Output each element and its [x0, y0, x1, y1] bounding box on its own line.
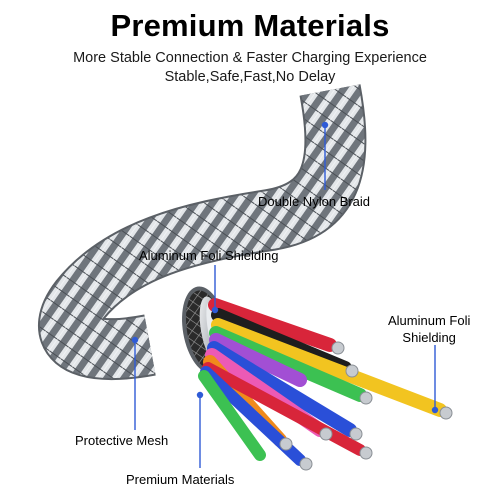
subtitle-line-1: More Stable Connection & Faster Charging… — [73, 50, 427, 66]
page-title: Premium Materials — [110, 8, 390, 43]
callout-premium-materials: Premium Materials — [126, 472, 235, 487]
callout-lines — [131, 121, 439, 468]
colored-wires — [198, 298, 447, 466]
callout-double-nylon-braid: Double Nylon Braid — [258, 194, 371, 209]
callout-aluminum-foil-right-line2: Shielding — [402, 330, 456, 345]
callout-aluminum-foil-right: Aluminum Foli Shielding — [388, 312, 470, 346]
subtitle-line-2: Stable,Safe,Fast,No Delay — [164, 69, 336, 85]
callout-protective-mesh: Protective Mesh — [75, 433, 169, 448]
callout-aluminum-foil-right-line1: Aluminum Foli — [388, 313, 471, 328]
callout-aluminum-foil-left: Aluminum Foli Shielding — [139, 248, 279, 263]
wire-strand-tips — [279, 341, 453, 471]
